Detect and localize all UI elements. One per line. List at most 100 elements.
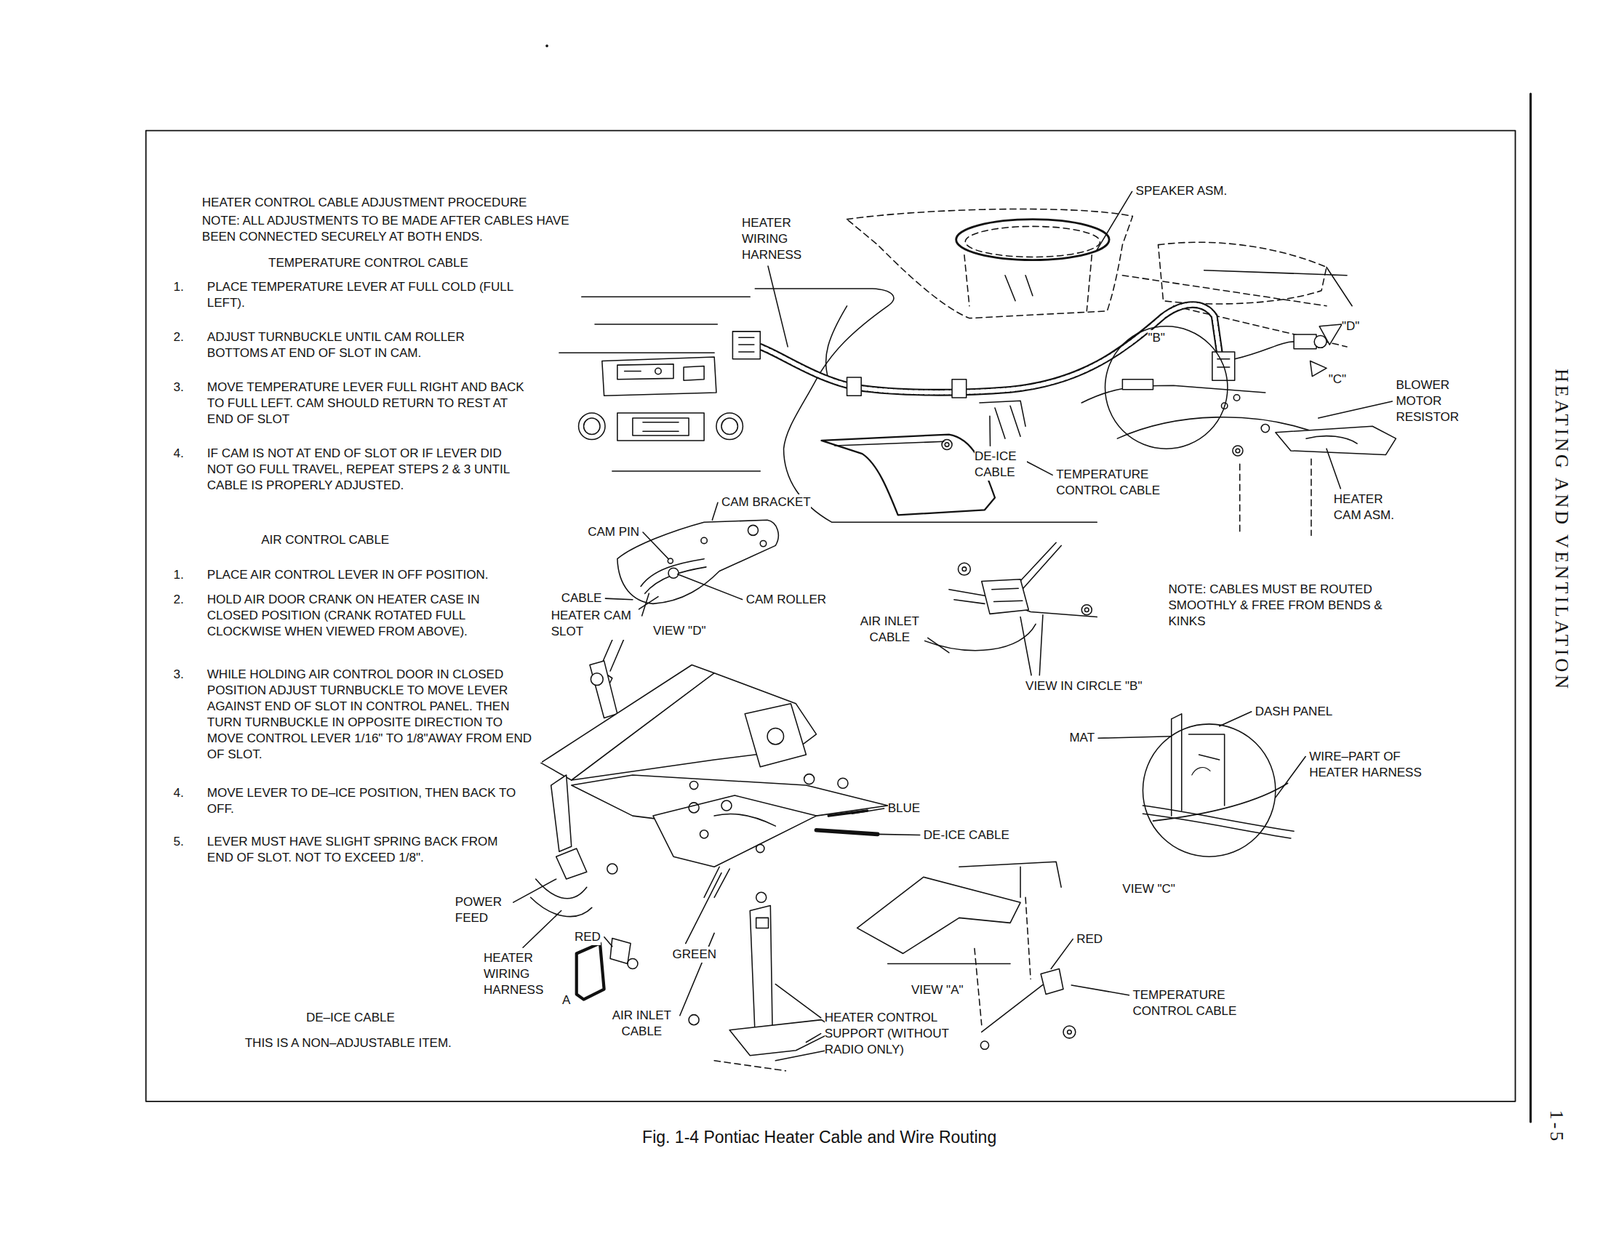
leader-line	[1071, 985, 1129, 996]
leader-line	[768, 266, 788, 347]
wire-color-label: RED	[1076, 931, 1103, 948]
drawing-stroke	[624, 370, 641, 373]
step-number: 3.	[173, 379, 184, 396]
drawing-stroke	[689, 781, 698, 790]
leader-line	[680, 933, 715, 1016]
wire-color-label: RED	[574, 929, 601, 946]
drawing-stroke	[714, 1061, 786, 1072]
drawing-stroke	[981, 579, 1030, 615]
leader-line	[642, 532, 669, 560]
drawing-stroke	[1084, 608, 1089, 613]
drawing-stroke	[146, 130, 1516, 1102]
view-callout: A	[562, 992, 571, 1009]
step-text: HOLD AIR DOOR CRANK ON HEATER CASE IN CL…	[207, 592, 528, 640]
drawing-stroke	[756, 844, 765, 853]
part-label: AIR INLET CABLE	[607, 1008, 677, 1040]
part-label: DE-ICE CABLE	[974, 448, 1027, 481]
leader-line	[852, 808, 885, 814]
drawing-stroke	[944, 442, 950, 448]
leader-line	[1020, 617, 1032, 676]
step-number: 4.	[173, 445, 184, 462]
leader-line	[1219, 712, 1252, 727]
drawing-stroke	[714, 813, 776, 827]
view-callout: "C"	[1328, 371, 1347, 388]
drawing-stroke	[962, 567, 967, 572]
part-label: HEATER CAM ASM.	[1333, 491, 1403, 524]
drawing-stroke	[1192, 768, 1211, 776]
drawing-stroke	[826, 306, 848, 380]
drawing-stroke	[1189, 734, 1225, 806]
page-frame	[146, 45, 1531, 1123]
drawing-stroke	[1529, 93, 1532, 1123]
drawing-stroke	[1081, 605, 1092, 616]
drawing-stroke	[578, 413, 606, 440]
drawing-stroke	[721, 418, 738, 435]
drawing-stroke	[760, 304, 1219, 393]
leader-line	[605, 598, 632, 600]
drawing-stroke	[1240, 458, 1312, 536]
drawing-stroke	[979, 400, 1026, 439]
drawing-stroke	[847, 209, 1134, 319]
drawing-stroke	[594, 323, 718, 326]
part-label: CABLE	[561, 590, 603, 607]
drawing-stroke	[952, 379, 967, 398]
view-callout: "B"	[1147, 330, 1165, 347]
drawing-stroke	[1005, 275, 1033, 302]
section-heading: TEMPERATURE CONTROL CABLE	[268, 255, 469, 272]
part-label: POWER FEED	[455, 894, 510, 927]
leader-line	[513, 879, 557, 903]
part-label: CAM PIN	[587, 524, 640, 541]
step-text: ADJUST TURNBUCKLE UNTIL CAM ROLLER BOTTO…	[207, 329, 528, 362]
drawing-stroke	[1142, 805, 1294, 839]
drawing-stroke	[1221, 402, 1227, 409]
part-label: TEMPERATURE CONTROL CABLE	[1056, 466, 1173, 499]
drawing-stroke	[729, 1020, 837, 1056]
part-label: DE-ICE CABLE	[923, 827, 1010, 844]
leader-line	[805, 1034, 821, 1043]
view-label: VIEW "C"	[1122, 881, 1176, 898]
drawing-stroke	[655, 368, 662, 374]
part-label: CAM BRACKET	[721, 494, 811, 511]
drawing-stroke	[607, 864, 618, 875]
leader-line	[1050, 939, 1073, 970]
leader-line	[677, 574, 743, 600]
drawing-stroke	[559, 352, 715, 355]
note-text: NOTE: CABLES MUST BE ROUTED SMOOTHLY & F…	[1168, 581, 1391, 630]
part-label: HEATER WIRING HARNESS	[741, 215, 808, 264]
drawing-stroke	[1310, 361, 1327, 377]
leader-line	[877, 834, 920, 835]
leader-line	[1318, 401, 1393, 419]
note-text: THIS IS A NON–ADJUSTABLE ITEM.	[245, 1035, 452, 1052]
drawing-stroke	[551, 775, 572, 852]
drawing-stroke	[834, 441, 944, 446]
view-label: VIEW "A"	[911, 982, 964, 999]
step-number: 4.	[173, 785, 184, 802]
drawing-stroke	[610, 938, 631, 964]
leader-line	[1096, 191, 1132, 250]
drawing-stroke	[581, 296, 751, 298]
drawing-stroke	[964, 255, 1092, 312]
part-label: HEATER WIRING HARNESS	[483, 950, 550, 999]
drawing-stroke	[941, 440, 952, 451]
step-text: IF CAM IS NOT AT END OF SLOT OR IF LEVER…	[207, 445, 528, 494]
drawing-stroke	[632, 418, 689, 436]
drawing-stroke	[617, 413, 704, 441]
drawing-stroke	[716, 413, 743, 440]
procedure-note: NOTE: ALL ADJUSTMENTS TO BE MADE AFTER C…	[202, 213, 588, 246]
view-c-dash-panel	[1142, 714, 1294, 857]
drawing-stroke	[700, 830, 709, 839]
part-label: HEATER CONTROL SUPPORT (WITHOUT RADIO ON…	[824, 1010, 960, 1059]
drawing-stroke	[627, 958, 638, 969]
leader-lines	[513, 191, 1393, 1043]
drawing-stroke	[756, 892, 767, 903]
part-label: DASH PANEL	[1255, 704, 1333, 720]
drawing-stroke	[1261, 424, 1270, 432]
drawing-stroke	[828, 810, 867, 816]
part-label: MAT	[1069, 730, 1095, 747]
drawing-stroke	[847, 377, 862, 396]
drawing-stroke	[584, 418, 600, 435]
step-number: 3.	[173, 666, 184, 683]
drawing-stroke	[738, 337, 755, 352]
drawing-stroke	[888, 963, 1011, 966]
drawing-stroke	[571, 673, 817, 781]
